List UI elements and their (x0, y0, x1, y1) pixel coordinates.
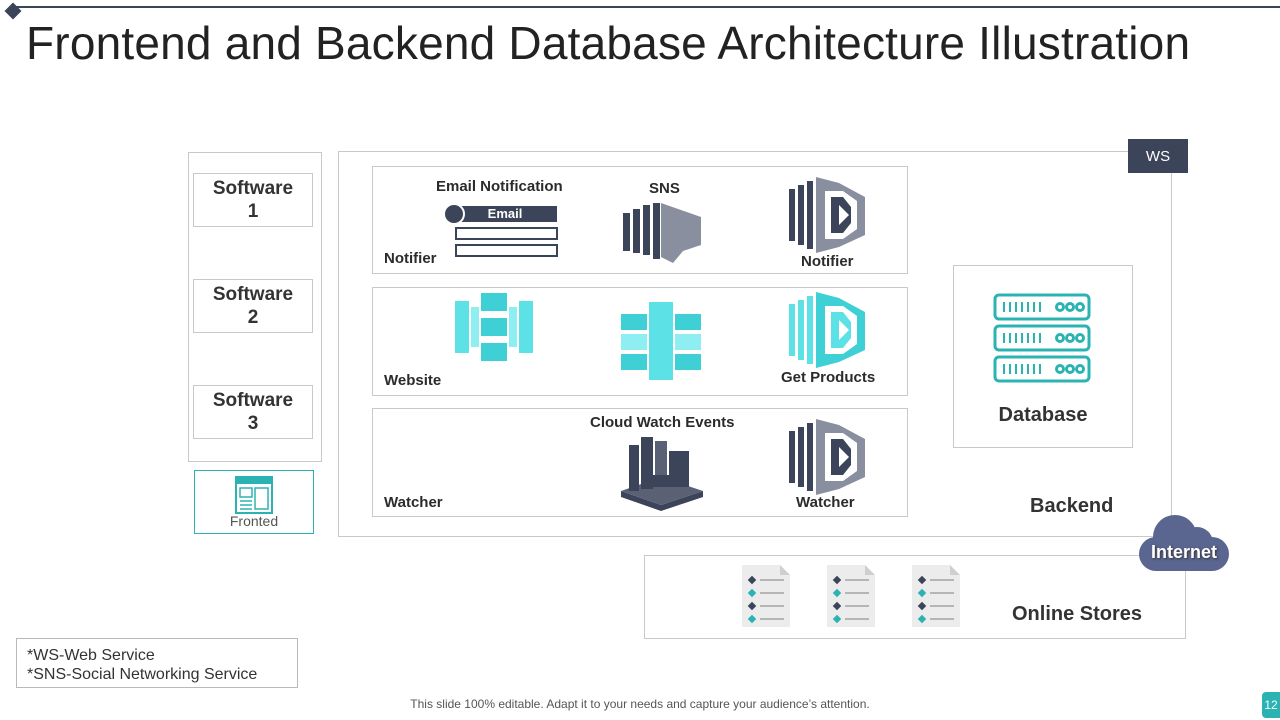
watcher-row-label: Watcher (384, 494, 443, 511)
note-ws: *WS-Web Service (27, 647, 155, 664)
backend-label: Backend (1030, 495, 1114, 517)
page-number: 12 (1262, 692, 1280, 718)
database-label: Database (998, 404, 1088, 426)
email-notification-label: Email Notification (436, 178, 563, 195)
get-products-icon (789, 292, 865, 368)
ws-tag: WS (1128, 139, 1188, 173)
website-row: Website Get Products (372, 287, 908, 396)
note-sns: *SNS-Social Networking Service (27, 666, 258, 683)
watcher-icon-label: Watcher (796, 494, 855, 511)
get-products-label: Get Products (781, 369, 876, 386)
document-list-icon (742, 565, 790, 627)
notifier-icon-label: Notifier (801, 253, 854, 270)
email-field-icon (455, 244, 558, 257)
website-row-label: Website (384, 372, 442, 389)
api-gateway-icon (455, 293, 533, 361)
email-form-icon: Email (443, 203, 559, 259)
online-stores-label: Online Stores (1012, 603, 1143, 625)
document-list-icon (912, 565, 960, 627)
top-rule (14, 6, 1280, 8)
slide-title: Frontend and Backend Database Architectu… (26, 17, 1191, 69)
email-button: Email (453, 206, 557, 222)
internet-label: Internet (1150, 542, 1217, 562)
database-server-icon (993, 293, 1091, 383)
sns-label: SNS (649, 180, 680, 197)
cloud-watch-icon (621, 437, 703, 511)
notifier-icon (789, 177, 865, 253)
software-2-card: Software 2 (193, 279, 313, 333)
cloud-watch-events-label: Cloud Watch Events (590, 414, 735, 431)
notifier-row: Notifier Email Notification Email SNS No… (372, 166, 908, 274)
fronted-box: Fronted (194, 470, 314, 534)
software-3-card: Software 3 (193, 385, 313, 439)
web-page-icon (235, 476, 273, 514)
sns-icon (623, 203, 701, 263)
footer-text: This slide 100% editable. Adapt it to yo… (410, 697, 870, 711)
app-sync-icon (621, 302, 701, 380)
email-field-icon (455, 227, 558, 240)
database-box (953, 265, 1133, 448)
watcher-icon (789, 419, 865, 495)
cloud-icon (1139, 515, 1229, 571)
notifier-row-label: Notifier (384, 250, 437, 267)
abbreviation-notes: *WS-Web Service *SNS-Social Networking S… (16, 638, 298, 688)
document-list-icon (827, 565, 875, 627)
toggle-knob-icon (443, 203, 465, 225)
watcher-row: Watcher Cloud Watch Events Watcher (372, 408, 908, 517)
fronted-label: Fronted (229, 513, 279, 529)
software-1-card: Software 1 (193, 173, 313, 227)
